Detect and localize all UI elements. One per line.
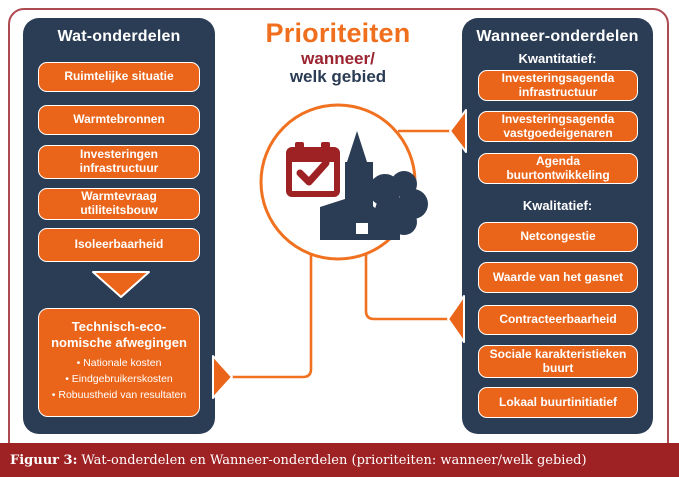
wat-onderdelen-panel: Wat-onderdelen Ruimtelijke situatie Warm…: [23, 18, 215, 434]
priorities-subtitle-wanneer: wanneer/: [301, 49, 375, 68]
wat-item-investeringen-infrastructuur: Investeringen infrastructuur: [38, 145, 200, 179]
technisch-economische-afwegingen-box: Technisch-eco- nomische afwegingen • Nat…: [38, 308, 200, 417]
wanneer-item-contracteerbaarheid: Contracteerbaarheid: [478, 305, 638, 335]
summary-title: Technisch-eco- nomische afwegingen: [51, 319, 187, 350]
summary-bullet: • Robuustheid van resultaten: [51, 388, 187, 401]
summary-bullet-list: • Nationale kosten • Eindgebruikerskoste…: [39, 356, 199, 403]
wanneer-item-investeringsagenda-vastgoedeigenaren: Investeringsagenda vastgoedeigenaren: [478, 111, 638, 142]
wanneer-item-agenda-buurtontwikkeling: Agenda buurtontwikkeling: [478, 153, 638, 184]
wat-item-ruimtelijke-situatie: Ruimtelijke situatie: [38, 62, 200, 92]
wanneer-item-sociale-karakteristieken-buurt: Sociale karakteristieken buurt: [478, 345, 638, 378]
wanneer-item-investeringsagenda-infrastructuur: Investeringsagenda infrastructuur: [478, 70, 638, 101]
wanneer-item-netcongestie: Netcongestie: [478, 222, 638, 252]
center-title-block: Prioriteiten wanneer/ welk gebied: [230, 20, 446, 86]
wat-panel-title: Wat-onderdelen: [57, 28, 181, 45]
wanneer-item-waarde-van-het-gasnet: Waarde van het gasnet: [478, 262, 638, 293]
kwantitatief-label: Kwantitatief:: [518, 51, 597, 66]
wat-item-warmtebronnen: Warmtebronnen: [38, 105, 200, 135]
summary-bullet: • Nationale kosten: [76, 357, 162, 370]
wat-item-isoleerbaarheid: Isoleerbaarheid: [38, 228, 200, 262]
figure-caption-label: Figuur 3:: [10, 452, 78, 468]
summary-bullet: • Eindgebruikerskosten: [65, 372, 173, 385]
figure-caption-text: Wat-onderdelen en Wanneer-onderdelen (pr…: [81, 452, 587, 468]
wanneer-onderdelen-panel: Wanneer-onderdelen Kwantitatief: Investe…: [462, 18, 653, 434]
kwalitatief-label: Kwalitatief:: [522, 198, 593, 213]
priorities-subtitle-welk-gebied: welk gebied: [289, 66, 387, 86]
wat-item-warmtevraag-utiliteitsbouw: Warmtevraag utiliteitsbouw: [38, 188, 200, 220]
figure-caption-bar: Figuur 3: Wat-onderdelen en Wanneer-onde…: [0, 443, 679, 477]
priorities-title: Prioriteiten: [265, 18, 411, 48]
wanneer-item-lokaal-buurtinitiatief: Lokaal buurtinitiatief: [478, 387, 638, 418]
wanneer-panel-title: Wanneer-onderdelen: [476, 28, 639, 45]
